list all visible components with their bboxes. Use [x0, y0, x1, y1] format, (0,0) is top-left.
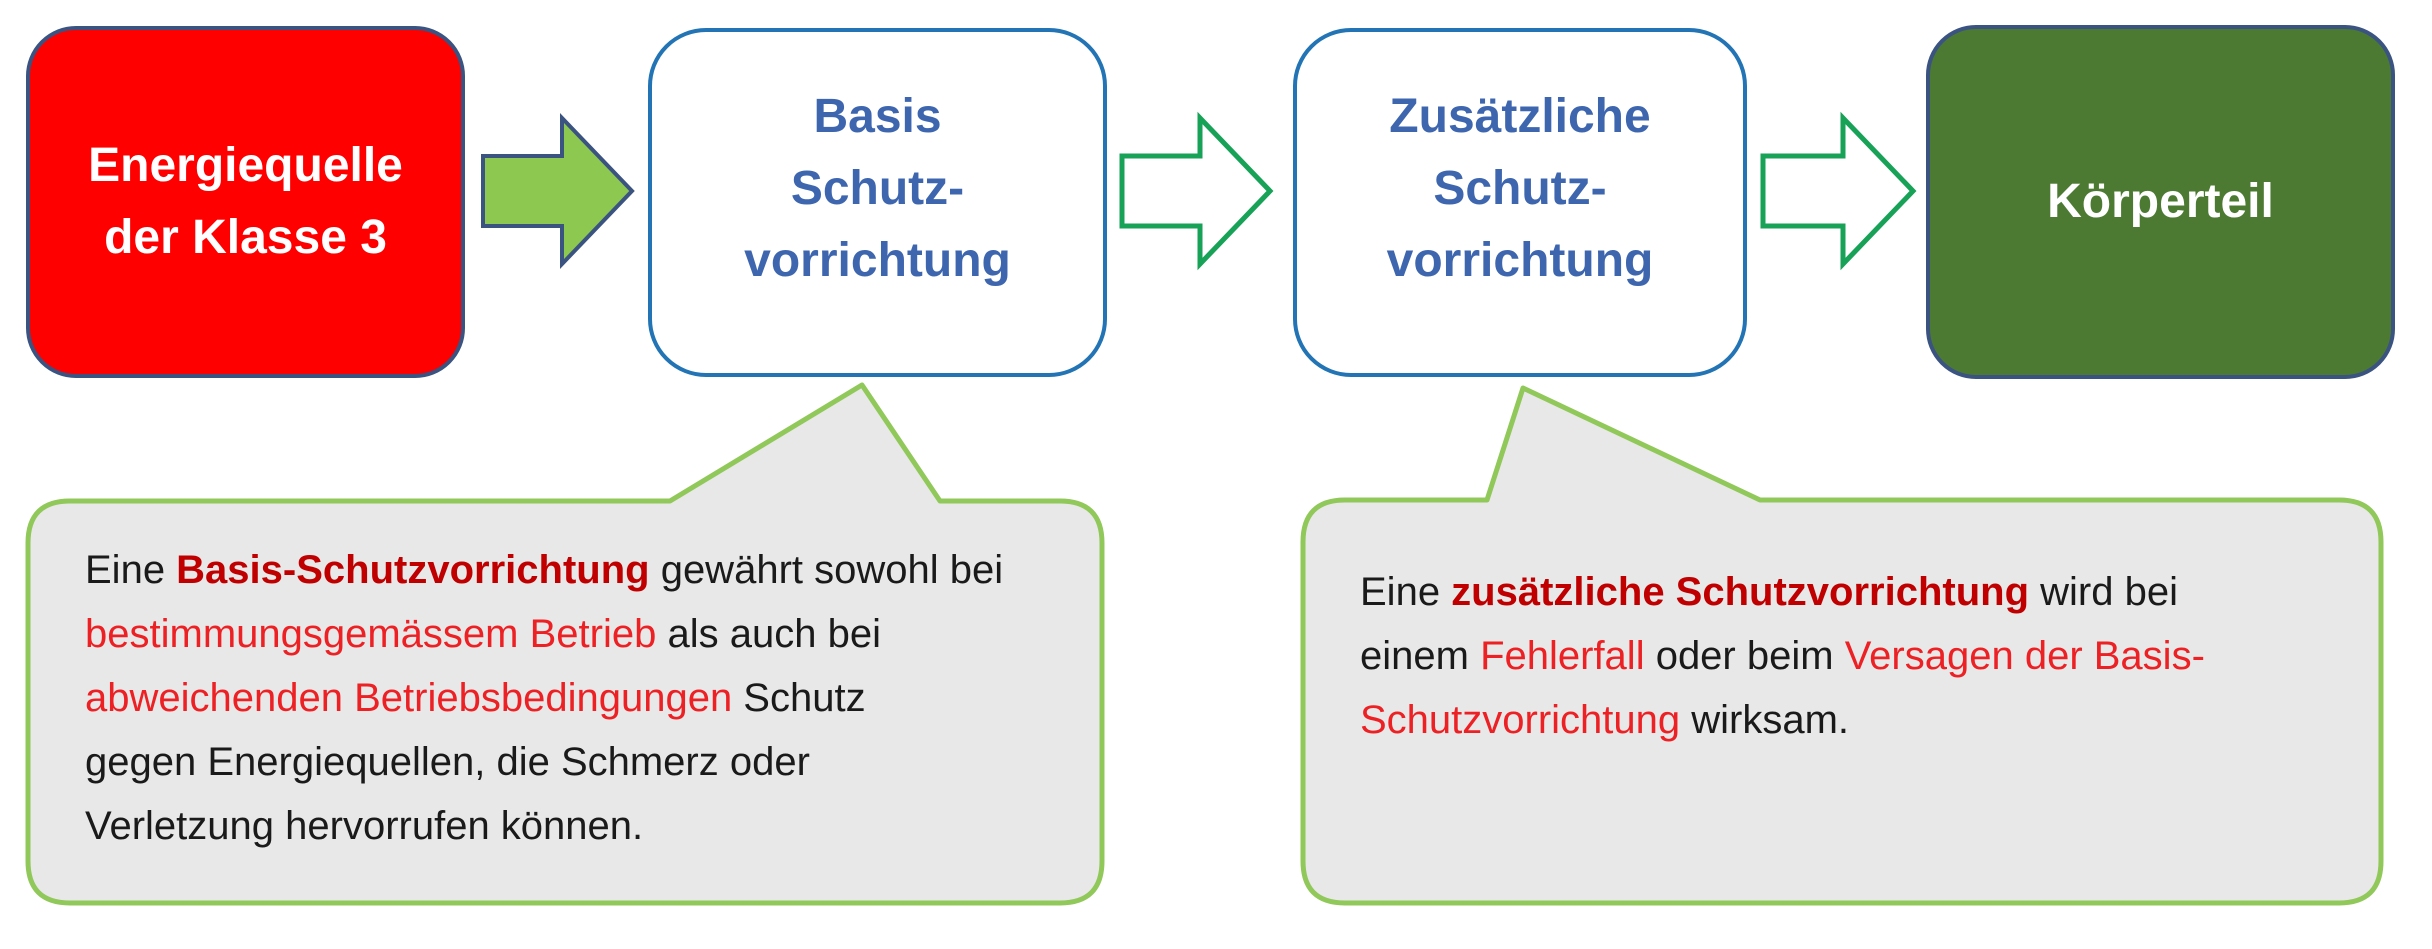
box-label-line: Zusätzliche: [1389, 89, 1651, 143]
callout-run: wirksam.: [1680, 698, 1850, 742]
box-label-line: Energiequelle: [88, 139, 403, 192]
body-part-box-shape: [1926, 25, 2395, 379]
box-label-line: Schutz-: [1433, 161, 1607, 215]
box-label-line: der Klasse 3: [104, 211, 387, 264]
box-label-line: Basis: [813, 89, 942, 143]
box-label-line: Schutz-: [790, 161, 965, 215]
callout-text-line: einem Fehlerfall oder beim Versagen der …: [1360, 624, 2340, 688]
callout-text-line: abweichenden Betriebsbedingungen Schutz: [85, 666, 1085, 730]
additional-protection-box-shape: [1293, 28, 1747, 377]
callout-text-line: Eine Basis-Schutzvorrichtung gewährt sow…: [85, 538, 1085, 602]
callout-run: Verletzung hervorrufen können.: [85, 804, 644, 848]
arrow-right-outline-icon: [1119, 111, 1274, 271]
callout-run: Schutz: [732, 676, 866, 720]
callout-run-highlight: abweichenden Betriebsbedingungen: [85, 676, 733, 720]
callout-text-line: Schutzvorrichtung wirksam.: [1360, 688, 2340, 752]
callout-run: Eine: [85, 548, 177, 592]
callout-run-highlight: zusätzliche Schutzvorrichtung: [1451, 570, 2030, 614]
callout-run-highlight: Schutzvorrichtung: [1360, 698, 1681, 742]
basic-protection-callout-text: Eine Basis-Schutzvorrichtung gewährt sow…: [85, 538, 1085, 858]
callout-text-line: Verletzung hervorrufen können.: [85, 794, 1085, 858]
energy-source-box-shape: [26, 26, 465, 378]
flow-box-body-part: Körperteil: [1928, 27, 2393, 377]
callout-run-highlight: bestimmungsgemässem Betrieb: [85, 612, 657, 656]
callout-run: oder beim: [1644, 634, 1845, 678]
arrow-right-filled-icon: [481, 113, 635, 269]
callout-text-line: Eine zusätzliche Schutzvorrichtung wird …: [1360, 560, 2340, 624]
callout-run-highlight: Versagen der Basis-: [1844, 634, 2205, 678]
additional-protection-callout-text: Eine zusätzliche Schutzvorrichtung wird …: [1360, 560, 2340, 752]
basic-protection-box-shape: [648, 28, 1107, 377]
callout-run: Eine: [1360, 570, 1452, 614]
arrow-right-outline-icon: [1760, 111, 1917, 271]
callout-run: wird bei: [2029, 570, 2178, 614]
callout-run-highlight: Fehlerfall: [1480, 634, 1645, 678]
flow-box-energy-source: Energiequelle der Klasse 3: [28, 28, 463, 376]
box-label-line: vorrichtung: [1386, 233, 1654, 287]
callout-run: gewährt sowohl bei: [649, 548, 1004, 592]
callout-text-line: gegen Energiequellen, die Schmerz oder: [85, 730, 1085, 794]
callout-text-line: bestimmungsgemässem Betrieb als auch bei: [85, 602, 1085, 666]
box-label-line: vorrichtung: [744, 233, 1011, 287]
basic-protection-callout-bubble: [25, 382, 1105, 906]
callout-run: einem: [1360, 634, 1481, 678]
callout-run: gegen Energiequellen, die Schmerz oder: [85, 740, 810, 784]
callout-run: als auch bei: [656, 612, 881, 656]
box-label-line: Körperteil: [2047, 175, 2274, 228]
additional-protection-callout-bubble: [1300, 385, 2384, 906]
callout-run-highlight: Basis-Schutzvorrichtung: [176, 548, 650, 592]
